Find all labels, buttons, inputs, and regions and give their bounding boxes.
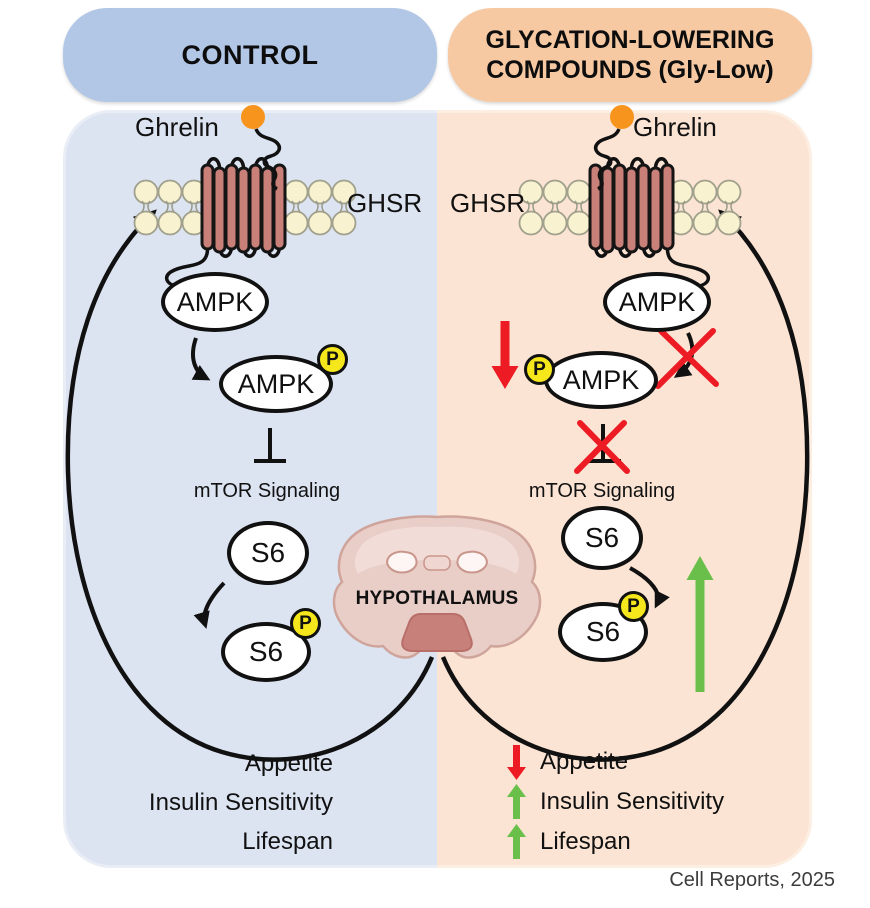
ghsr-label-glylow: GHSR <box>450 188 526 218</box>
outcome-insulin-glylow: Insulin Sensitivity <box>540 788 725 815</box>
mtor-label-glylow: mTOR Signaling <box>528 480 676 502</box>
s6-node-glylow: S6 <box>561 506 643 570</box>
outcome-appetite-control: Appetite <box>244 750 333 777</box>
ampk-node-control: AMPK <box>161 272 269 332</box>
increase-arrow-icon <box>507 824 526 859</box>
glylow-header: GLYCATION-LOWERING COMPOUNDS (Gly-Low) <box>448 8 812 102</box>
outcome-lifespan-control: Lifespan <box>242 828 333 855</box>
outcome-appetite-glylow: Appetite <box>540 748 629 775</box>
outcomes-list-glylow: Appetite Insulin Sensitivity Lifespan <box>506 742 724 862</box>
ghrelin-label-control: Ghrelin <box>135 112 219 142</box>
outcome-row-insulin: Insulin Sensitivity <box>506 782 724 822</box>
outcome-row-appetite: Appetite <box>506 742 724 782</box>
outcomes-list-control: Appetite Insulin Sensitivity Lifespan <box>88 744 333 861</box>
mtor-label-control: mTOR Signaling <box>193 480 341 502</box>
phospho-badge-s6-glylow: P <box>618 591 649 622</box>
ampk-p-node-glylow: AMPK <box>544 351 658 409</box>
outcome-row-lifespan: Lifespan <box>506 822 724 862</box>
hypothalamus-label: HYPOTHALAMUS <box>355 588 519 609</box>
ampk-p-node-control: AMPK <box>219 355 333 413</box>
glylow-title-line1: GLYCATION-LOWERING <box>485 25 775 54</box>
ghrelin-label-glylow: Ghrelin <box>633 112 717 142</box>
outcome-insulin-control: Insulin Sensitivity <box>148 789 333 816</box>
citation: Cell Reports, 2025 <box>669 869 835 891</box>
glylow-title-line2: COMPOUNDS (Gly-Low) <box>486 56 774 84</box>
outcome-lifespan-glylow: Lifespan <box>540 828 631 855</box>
phospho-badge-ampk-glylow: P <box>524 354 555 385</box>
ghsr-label-control: GHSR <box>347 188 423 218</box>
s6-node-control: S6 <box>227 521 309 585</box>
decrease-arrow-icon <box>507 745 526 780</box>
ampk-node-glylow: AMPK <box>603 272 711 332</box>
control-header: CONTROL <box>63 8 437 102</box>
phospho-badge-ampk-control: P <box>317 344 348 375</box>
phospho-badge-s6-control: P <box>290 608 321 639</box>
control-title: CONTROL <box>181 39 319 70</box>
increase-arrow-icon <box>507 784 526 819</box>
